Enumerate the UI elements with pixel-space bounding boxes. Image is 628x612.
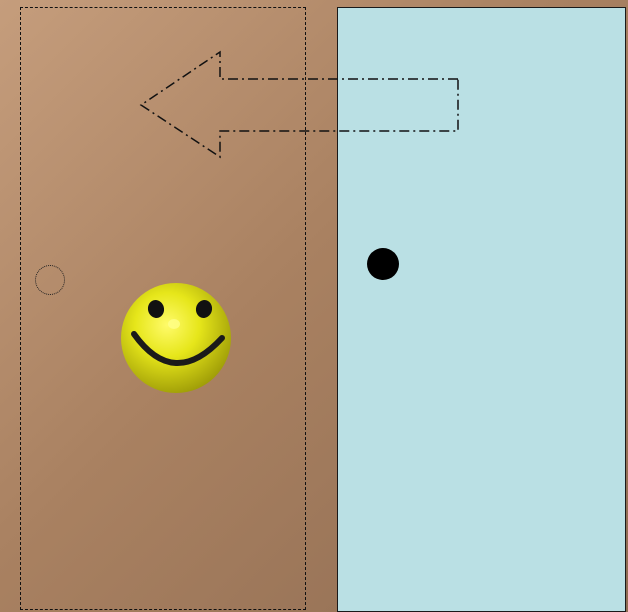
sliding-door[interactable]: [337, 7, 626, 612]
smiley-face-icon[interactable]: [118, 280, 234, 396]
knob-target-icon: [35, 265, 65, 295]
door-knob-icon[interactable]: [367, 248, 399, 280]
